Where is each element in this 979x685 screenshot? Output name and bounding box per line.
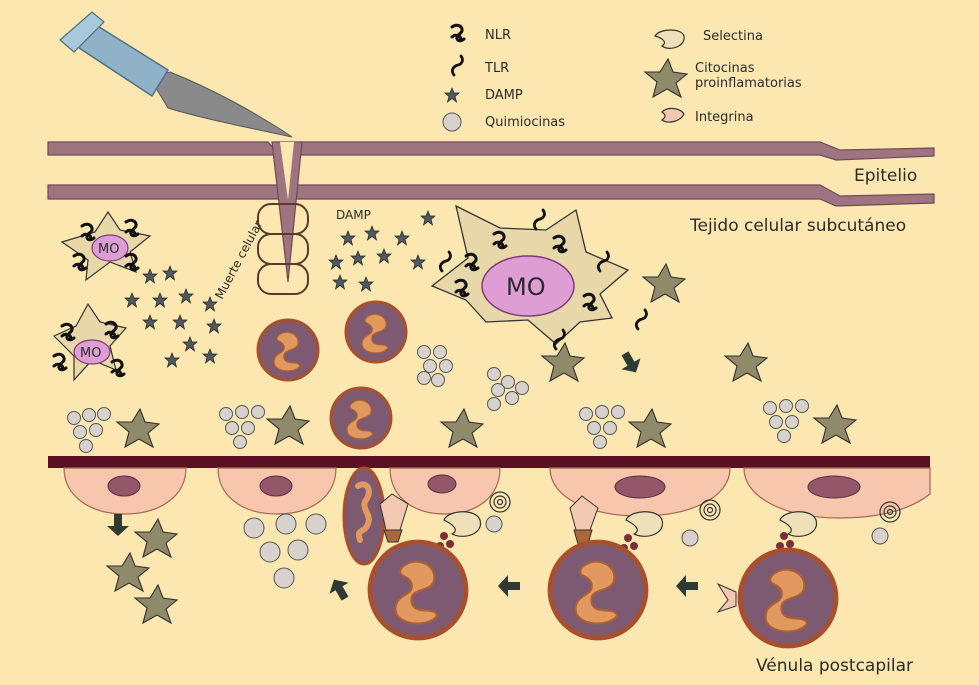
legend-integrina-label: Integrina: [695, 110, 754, 125]
integrina-icon: [660, 107, 685, 123]
macrophage-small-2: [52, 302, 128, 382]
mo-label-large: MO: [506, 273, 546, 301]
mo-label-small-1: MO: [98, 242, 119, 257]
citocina-icon: [644, 58, 688, 98]
legend-icons: [442, 23, 688, 132]
arrow-icon: [615, 347, 646, 378]
macrophage-large: [430, 204, 648, 351]
legend-proinflamatorias-label: proinflamatorias: [695, 76, 802, 91]
neutrophils-lumen: [370, 542, 836, 646]
legend-selectina-label: Selectina: [703, 29, 763, 44]
legend-quimiocinas-label: Quimiocinas: [485, 115, 565, 130]
mo-label-small-2: MO: [80, 346, 101, 361]
dying-cells: [257, 203, 309, 295]
tlr-icon: [450, 54, 464, 77]
nlr-icon: [450, 23, 466, 43]
legend-nlr-label: NLR: [485, 28, 511, 43]
legend-citocinas-label: Citocinas: [695, 61, 755, 76]
adhesion-molecules: [379, 493, 818, 552]
selectina-icon: [654, 29, 685, 49]
endothelial-cells: [63, 467, 931, 519]
epitelio-label: Epitelio: [854, 166, 917, 186]
vessel-wall: [48, 456, 930, 468]
epithelium: [47, 141, 935, 283]
macrophage-small-1: [60, 210, 152, 282]
damp-icon: [444, 87, 460, 103]
chemokines-tissue: [67, 345, 809, 453]
quimiocina-icon: [442, 112, 462, 132]
spiral-receptors: [489, 491, 901, 523]
chemokines-lumen: [243, 513, 889, 589]
muerte-celular-label: Muerte celular: [212, 218, 265, 301]
legend-tlr-label: TLR: [484, 61, 509, 76]
scalpel-icon: [59, 11, 293, 138]
neutrophil-transmigrating: [342, 466, 386, 566]
damp-label: DAMP: [336, 208, 371, 222]
tejido-label: Tejido celular subcutáneo: [689, 216, 906, 236]
legend-damp-label: DAMP: [485, 88, 523, 103]
venula-label: Vénula postcapilar: [756, 656, 913, 676]
legend-labels: NLR TLR DAMP Quimiocinas Selectina Citoc…: [484, 28, 802, 130]
